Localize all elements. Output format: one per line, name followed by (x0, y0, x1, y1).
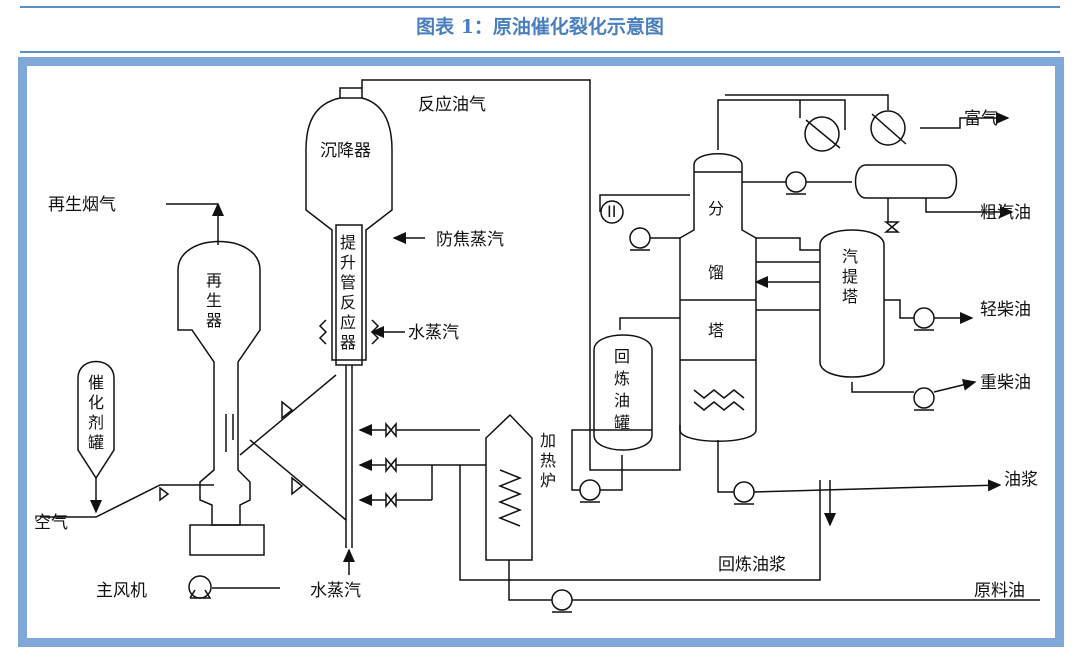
label-reaction-gas: 反应油气 (418, 95, 486, 115)
label-riser-3: 反 (340, 293, 356, 312)
label-regen-flue-gas: 再生烟气 (48, 195, 116, 215)
title-bar: 图表 1：原油催化裂化示意图 (0, 0, 1080, 55)
label-fractionator-2: 塔 (708, 321, 724, 340)
riser-reactor (318, 224, 380, 548)
label-catalyst-tank-3: 罐 (88, 433, 104, 452)
label-recycle-tank-0: 回 (614, 347, 630, 366)
label-fractionator-1: 馏 (708, 263, 724, 282)
label-riser-5: 器 (340, 333, 356, 352)
label-furnace-2: 炉 (540, 471, 556, 490)
label-furnace-0: 加 (540, 431, 556, 450)
settler-vessel (305, 87, 393, 361)
pumps (551, 171, 935, 613)
label-indicator: II (607, 202, 616, 221)
recycle-oil-tank (593, 334, 653, 451)
condenser-2 (870, 110, 907, 146)
label-regenerator-0: 再 (206, 271, 222, 290)
label-riser-2: 管 (340, 273, 356, 292)
label-catalyst-tank-2: 剂 (88, 413, 104, 432)
label-stripper-0: 汽 (842, 247, 858, 266)
label-furnace-1: 热 (540, 451, 556, 470)
label-catalyst-tank-1: 化 (88, 393, 104, 412)
title-bottom-rule (20, 51, 1060, 53)
label-stripper-1: 提 (842, 267, 858, 286)
label-regenerator-2: 器 (206, 311, 222, 330)
label-main-blower: 主风机 (96, 581, 147, 601)
label-rich-gas: 富气 (964, 109, 998, 129)
label-oil-slurry: 油浆 (1004, 470, 1038, 490)
title-top-rule (20, 6, 1060, 8)
catalyst-tank (77, 360, 115, 480)
condenser-1 (804, 116, 841, 152)
label-catalyst-tank-0: 催 (88, 373, 104, 392)
label-feed-oil: 原料油 (974, 581, 1025, 601)
label-air: 空气 (34, 513, 68, 533)
label-fractionator-0: 分 (708, 199, 724, 218)
label-recycle-tank-1: 炼 (614, 369, 630, 388)
label-anti-coke-steam: 防焦蒸汽 (436, 230, 504, 250)
label-recycle-tank-2: 油 (614, 391, 630, 410)
indicator-circle (600, 200, 624, 224)
label-riser-4: 应 (340, 313, 356, 332)
piping (40, 79, 1040, 601)
fractionator-column (679, 153, 757, 442)
label-heavy-diesel: 重柴油 (980, 373, 1031, 393)
label-steam-mid: 水蒸汽 (408, 323, 459, 343)
reflux-drum (854, 164, 958, 222)
label-crude-gasoline: 粗汽油 (980, 203, 1031, 223)
label-riser-1: 升 (340, 253, 356, 272)
stripper-column (819, 229, 885, 378)
label-settler: 沉降器 (320, 141, 371, 161)
figure-title: 图表 1：原油催化裂化示意图 (416, 16, 664, 38)
label-recycle-tank-3: 罐 (614, 413, 630, 432)
heating-furnace (485, 413, 533, 561)
label-steam-bottom: 水蒸汽 (310, 581, 361, 601)
label-regenerator-1: 生 (206, 291, 222, 310)
label-recycle-slurry: 回炼油浆 (718, 555, 786, 575)
label-stripper-2: 塔 (842, 287, 858, 306)
label-light-diesel: 轻柴油 (980, 300, 1031, 320)
main-blower (188, 575, 212, 599)
label-riser-0: 提 (340, 233, 356, 252)
